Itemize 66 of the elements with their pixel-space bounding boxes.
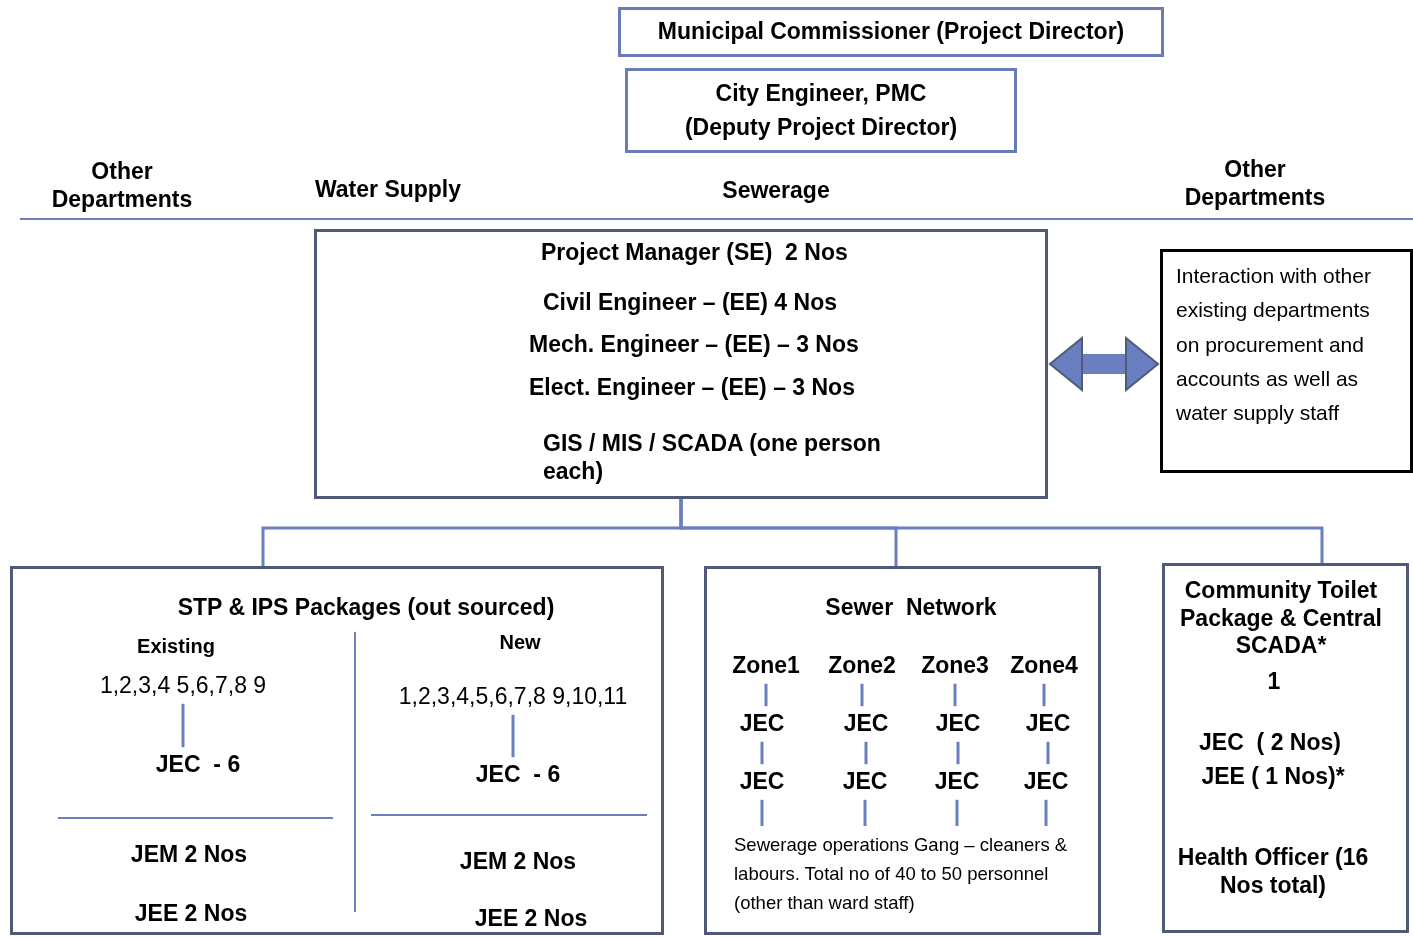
box-text: (Deputy Project Director)	[684, 114, 958, 142]
role-label: JEC	[1025, 710, 1071, 738]
box-text: 1	[1267, 668, 1281, 696]
connector-line	[679, 499, 1324, 563]
box-text: JEM 2 Nos	[130, 841, 248, 869]
role-label: JEC	[1023, 768, 1069, 796]
role-label: JEC	[934, 768, 980, 796]
role-label: JEC	[842, 768, 888, 796]
box-text: Existing	[137, 634, 215, 658]
box-heading: Interaction with other existing departments on procurement and accounts as well as water supply staff	[1176, 263, 1372, 427]
role-label: 1,2,3,4 5,6,7,8 9	[99, 672, 267, 700]
box-heading: Municipal Commissioner (Project Director)	[657, 18, 1125, 46]
box-heading: Sewer Network	[825, 594, 997, 622]
box-heading: STP & IPS Packages (out sourced)	[177, 594, 555, 622]
role-label: JEC - 6	[475, 761, 561, 789]
double-arrow	[1049, 337, 1159, 391]
note-box	[1160, 249, 1413, 473]
box-text: JEM 2 Nos	[459, 848, 577, 876]
box-text: Mech. Engineer – (EE) – 3 Nos	[529, 331, 859, 359]
role-label: JEC	[739, 710, 785, 738]
role-label: Zone2	[828, 652, 896, 680]
box-text: JEE 2 Nos	[134, 900, 248, 928]
connector-line	[1046, 741, 1050, 765]
connector-line	[1044, 799, 1048, 826]
role-label: 1,2,3,4,5,6,7,8 9,10,11	[398, 683, 628, 711]
connector-line	[760, 741, 764, 765]
box-text: JEE 2 Nos	[474, 905, 588, 933]
box-heading: Community Toilet Package & Central SCADA*	[1179, 576, 1383, 660]
role-label: Zone3	[921, 652, 989, 680]
section-label: Water Supply	[314, 176, 462, 204]
connector-line	[863, 799, 867, 826]
box-text: Health Officer (16 Nos total)	[1176, 844, 1370, 900]
org-box	[625, 68, 1017, 153]
connector-line	[511, 714, 515, 758]
org-box	[704, 566, 1101, 935]
connector-line	[181, 703, 185, 748]
role-label: JEC	[739, 768, 785, 796]
org-box	[314, 229, 1048, 499]
role-label: JEC	[843, 710, 889, 738]
section-label: Other Departments	[1183, 156, 1327, 212]
connector-line	[955, 799, 959, 826]
role-label: JEC	[935, 710, 981, 738]
box-text: Civil Engineer – (EE) 4 Nos	[543, 289, 837, 317]
box-text: GIS / MIS / SCADA (one person each)	[543, 430, 882, 486]
role-label: Zone4	[1010, 652, 1078, 680]
org-box	[618, 7, 1164, 57]
connector-line	[956, 741, 960, 765]
box-heading: Project Manager (SE) 2 Nos	[541, 239, 848, 267]
connector-line	[1042, 683, 1046, 707]
role-label: JEC - 6	[155, 751, 241, 779]
box-text: New	[499, 630, 541, 654]
box-text: JEE ( 1 Nos)*	[1201, 763, 1345, 791]
box-text: Elect. Engineer – (EE) – 3 Nos	[529, 374, 855, 402]
section-label: Sewerage	[722, 177, 830, 205]
connector-line	[860, 683, 864, 707]
section-label: Other Departments	[50, 158, 194, 214]
org-box	[1162, 563, 1409, 933]
connector-line	[760, 799, 764, 826]
connector-line	[864, 741, 868, 765]
connector-line	[764, 683, 768, 707]
box-text: JEC ( 2 Nos)	[1199, 729, 1341, 757]
role-label: Zone1	[732, 652, 800, 680]
box-heading: City Engineer, PMC	[715, 80, 927, 108]
note-text: Sewerage operations Gang – cleaners & labours. Total no of 40 to 50 personnel (other than ward staff)	[734, 830, 1096, 917]
org-box	[10, 566, 664, 935]
connector-line	[953, 683, 957, 707]
